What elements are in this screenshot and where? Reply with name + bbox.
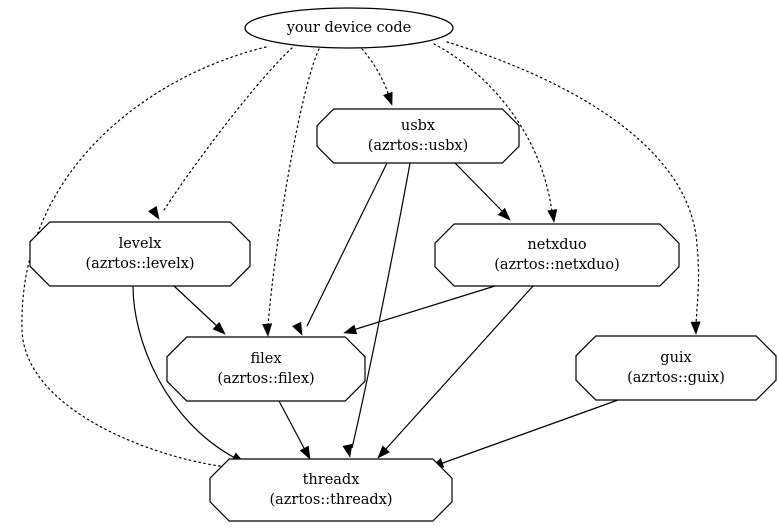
edge-device-to-levelx [163,47,293,211]
edge-device-to-netxduo [433,43,553,213]
edge-netxduo-to-filex [352,285,496,331]
node-threadx[interactable]: threadx(azrtos::threadx) [209,458,453,522]
node-qualified-name-usbx: (azrtos::usbx) [368,138,469,154]
arrowhead-netxduo-to-filex [343,324,358,335]
node-label-usbx: usbx [401,118,435,134]
edge-device-to-guix [446,41,700,325]
node-label-netxduo: netxduo [527,237,586,253]
edge-usbx-to-netxduo [454,162,504,213]
node-filex[interactable]: filex(azrtos::filex) [166,336,366,402]
node-guix[interactable]: guix(azrtos::guix) [575,335,777,401]
node-netxduo[interactable]: netxduo(azrtos::netxduo) [434,223,680,287]
arrowhead-device-to-netxduo [547,209,558,223]
node-shape-device [244,7,454,49]
node-levelx[interactable]: levelx(azrtos::levelx) [29,221,251,287]
node-shape-filex [166,336,366,402]
edge-netxduo-to-threadx [384,285,534,451]
arrowhead-netxduo-to-threadx [377,445,390,459]
edge-filex-to-threadx [278,400,306,451]
edge-levelx-to-threadx [132,285,236,459]
node-shape-levelx [29,221,251,287]
arrowhead-device-to-levelx [148,205,160,220]
edges-layer [21,41,701,472]
arrowhead-usbx-to-filex [292,321,303,336]
node-label-levelx: levelx [119,236,162,252]
node-shape-threadx [209,458,453,522]
node-label-filex: filex [250,351,281,367]
node-shape-guix [575,335,777,401]
edge-usbx-to-threadx [351,162,411,449]
node-shape-usbx [316,108,520,164]
edge-device-to-filex [267,48,320,327]
edge-levelx-to-filex [173,285,219,328]
arrowhead-usbx-to-threadx [342,443,353,458]
node-label-guix: guix [660,350,691,366]
node-qualified-name-netxduo: (azrtos::netxduo) [494,257,620,273]
node-label-threadx: threadx [303,472,360,488]
arrowhead-device-to-guix [690,321,701,335]
arrowhead-usbx-to-netxduo [497,207,511,221]
node-device[interactable]: your device code [244,7,454,49]
edge-device-to-usbx [361,48,390,97]
edge-guix-to-threadx [439,399,619,465]
edge-usbx-to-filex [306,162,388,327]
node-qualified-name-levelx: (azrtos::levelx) [85,256,194,272]
arrowhead-device-to-usbx [383,91,393,106]
node-label-device: your device code [286,20,412,36]
node-qualified-name-filex: (azrtos::filex) [217,371,314,387]
nodes-layer: your device codeusbx(azrtos::usbx)levelx… [29,7,777,522]
arrowhead-device-to-filex [262,323,273,337]
node-qualified-name-threadx: (azrtos::threadx) [269,492,392,508]
node-usbx[interactable]: usbx(azrtos::usbx) [316,108,520,164]
arrowhead-levelx-to-filex [212,321,226,335]
node-shape-netxduo [434,223,680,287]
node-qualified-name-guix: (azrtos::guix) [627,370,725,386]
arrowhead-filex-to-threadx [299,445,311,460]
